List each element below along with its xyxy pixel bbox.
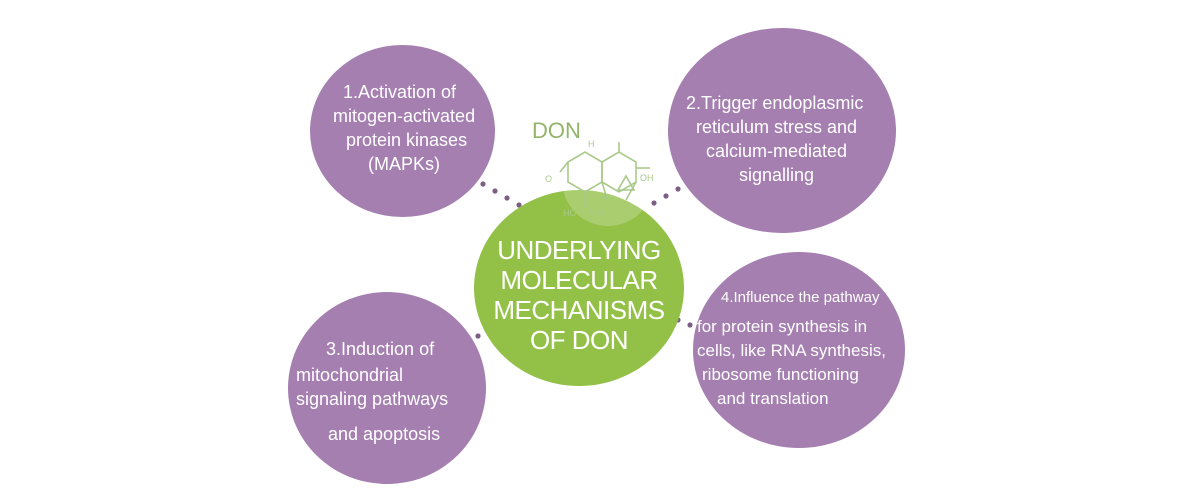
molecule-label-ho-1: HO <box>563 208 577 218</box>
mechanism-node-4: 4.Influence the pathway for protein synt… <box>693 252 905 448</box>
node-3-line-3: signaling pathways <box>296 389 449 409</box>
node-4-line-3: cells, like RNA synthesis, <box>697 341 886 360</box>
don-molecule-structure: H OH O HO HO <box>545 134 654 226</box>
node-3-line-2: mitochondrial <box>296 365 404 385</box>
center-node: UNDERLYING MOLECULAR MECHANISMS OF DON <box>474 190 684 386</box>
molecule-label-o: O <box>545 174 552 184</box>
node-4-line-1: 4.Influence the pathway <box>721 289 880 306</box>
node-1-line-3: protein kinases <box>346 130 468 150</box>
node-2-line-2: reticulum stress and <box>696 117 858 137</box>
node-3-line-1: 3.Induction of <box>326 339 435 359</box>
node-4-line-5: and translation <box>717 389 829 408</box>
node-4-line-2: for protein synthesis in <box>697 317 868 336</box>
mechanism-node-2: 2.Trigger endoplasmic reticulum stress a… <box>668 28 896 233</box>
node-2-line-3: calcium-mediated <box>706 141 848 161</box>
mechanism-node-3: 3.Induction of mitochondrial signaling p… <box>288 292 486 484</box>
molecule-label-h: H <box>588 139 595 149</box>
mechanism-node-1: 1.Activation of mitogen-activated protei… <box>310 45 495 217</box>
node-2-line-4: signalling <box>739 165 815 185</box>
node-1-line-2: mitogen-activated <box>333 106 476 126</box>
molecule-name: DON <box>532 118 581 143</box>
center-title-line-3: MECHANISMS <box>493 295 665 325</box>
molecule-label-ho-2: HO <box>590 208 604 218</box>
center-title-line-4: OF DON <box>529 325 629 355</box>
node-2-line-1: 2.Trigger endoplasmic <box>686 93 864 113</box>
node-1-line-4: (MAPKs) <box>368 154 440 174</box>
center-title-line-2: MOLECULAR <box>500 265 658 295</box>
node-1-line-1: 1.Activation of <box>343 82 457 102</box>
molecule-label-oh: OH <box>640 173 654 183</box>
center-title-line-1: UNDERLYING <box>497 235 661 265</box>
node-3-line-4: and apoptosis <box>328 424 441 444</box>
node-4-line-4: ribosome functioning <box>702 365 859 384</box>
